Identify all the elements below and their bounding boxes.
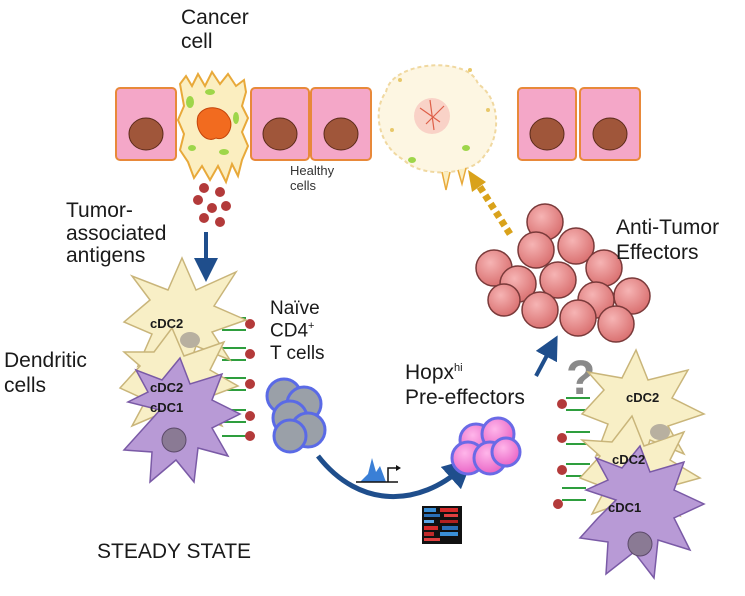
dc-label-cdc2: cDC2 — [612, 452, 645, 467]
dc-label-cdc1: cDC1 — [150, 400, 183, 415]
hopx-label-line: Pre-effectors — [405, 386, 525, 410]
dc-label-cdc2: cDC2 — [150, 316, 183, 331]
healthy-cell — [579, 87, 641, 161]
naive-cd4-superscript: + — [308, 320, 315, 333]
hopx-label-line: Hopxhi — [405, 360, 525, 385]
healthy-cell-row — [115, 87, 641, 161]
healthy-cell — [115, 87, 177, 161]
healthy-cell — [517, 87, 577, 161]
question-mark: ? — [566, 352, 595, 405]
healthy-cell — [250, 87, 310, 161]
dying-cancer-cell — [377, 64, 498, 191]
heatmap-icon — [422, 506, 462, 544]
naive-t-cell-cluster — [265, 377, 327, 454]
dc-label-cdc2: cDC2 — [150, 380, 183, 395]
naive-cd4-text: CD4 — [270, 320, 309, 342]
dendritic-cell-cluster-right: cDC2 cDC2 cDC1 — [553, 348, 706, 580]
cancer-nucleus — [196, 107, 232, 140]
dc-label-cdc2: cDC2 — [626, 390, 659, 405]
tumor-antigens — [193, 183, 231, 227]
naive-label-line: T cells — [270, 343, 325, 365]
steady-state-label: STEADY STATE — [97, 540, 252, 563]
anti-tumor-effectors-label: Anti-Tumor Effectors — [616, 216, 720, 265]
cancer-cell — [176, 70, 250, 185]
hopx-pre-effectors-label: Hopxhi Pre-effectors — [405, 360, 525, 410]
tumor-antigens-label: Tumor- associated antigens — [66, 199, 167, 268]
differentiation-arrow — [316, 454, 474, 499]
cancer-cell-label: Cancer cell — [181, 6, 249, 53]
chromatin-peak-icon — [356, 458, 401, 483]
effector-cluster — [475, 203, 651, 343]
naive-label-line: Naïve — [270, 298, 320, 319]
naive-label-line: CD4+ — [270, 320, 325, 343]
dendritic-cell-cluster-left: cDC2 cDC2 cDC1 — [118, 256, 255, 484]
healthy-cells-label: Healthy cells — [290, 163, 335, 193]
cdc1-cell — [122, 356, 242, 484]
dendritic-cells-label: Dendritic cells — [4, 349, 87, 398]
healthy-cell — [310, 87, 372, 161]
pre-effector-cluster — [450, 416, 522, 476]
hopx-superscript: hi — [454, 362, 463, 374]
killing-arrow — [468, 170, 513, 236]
activation-arrow — [534, 335, 558, 377]
naive-t-cells-label: Naïve CD4+ T cells — [270, 298, 325, 366]
dc-label-cdc1: cDC1 — [608, 500, 641, 515]
hopx-text: Hopx — [405, 361, 455, 384]
